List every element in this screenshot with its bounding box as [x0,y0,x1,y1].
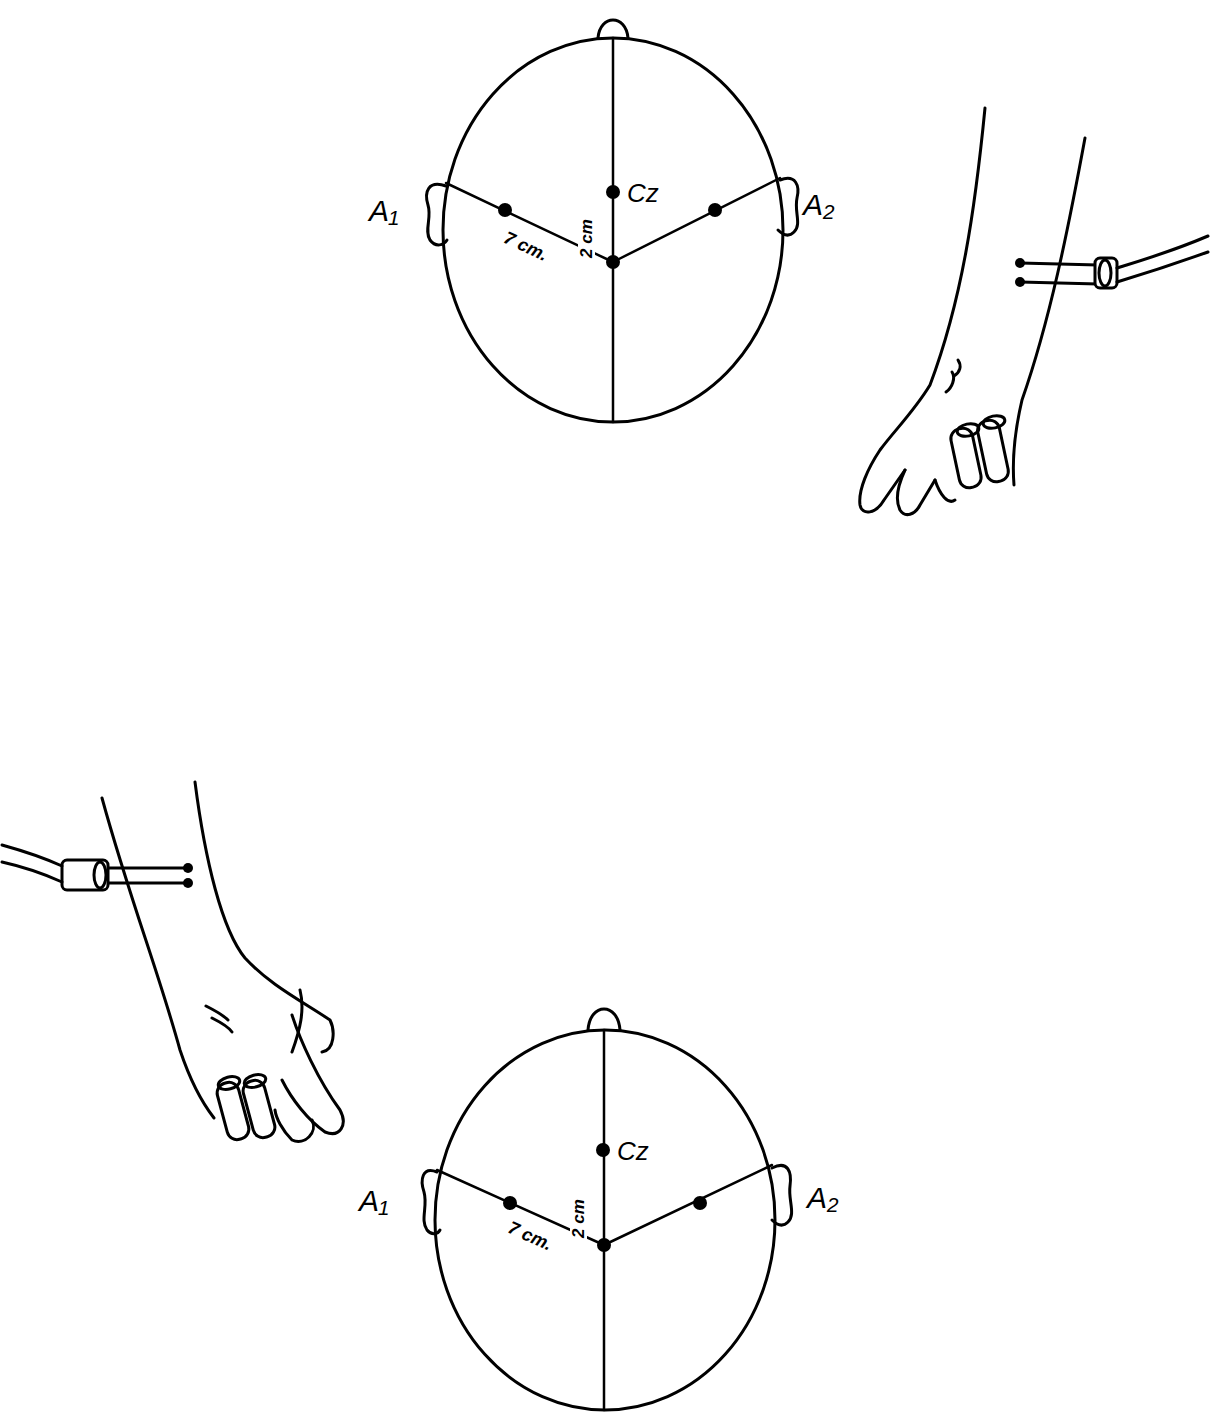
line-right [613,178,780,262]
head-outline [443,38,783,422]
stimulator-prong [108,867,188,870]
electrode-dot [693,1196,707,1210]
dimension-label: 2 cm [578,218,595,259]
nose [588,1009,620,1030]
electrode-label: A₁ [358,1186,389,1216]
electrode-label: A₂ [802,190,835,220]
electrode-dot [597,1238,611,1252]
cable [1117,252,1208,282]
cable [2,862,62,882]
stimulator-prong [108,882,188,885]
stimulator-probe [1095,258,1117,288]
electrode-label: A₁ [368,196,399,226]
electrode-dot [606,185,620,199]
cable [1117,236,1208,268]
head-bottom [422,1009,791,1410]
ear-left [427,184,447,245]
midline [612,38,615,422]
electrode-label: Cz [616,1138,650,1164]
nose [598,20,628,38]
electrode-dot [503,1196,517,1210]
stimulator-probe [62,860,108,890]
dimension-label: 2 cm [570,1198,587,1239]
line-right [604,1165,772,1245]
ear-right [772,1165,792,1225]
hand-top [860,108,1208,515]
stimulator-prong [1020,263,1098,265]
dimension-label: 7 cm. [500,228,551,265]
head-top [427,20,798,422]
electrode-label: Cz [626,180,660,206]
head-outline [435,1030,775,1410]
electrode-dot [606,255,620,269]
ear-right [778,178,798,235]
hand-bottom [2,782,343,1142]
ear-left [422,1171,440,1234]
dimension-label: 7 cm. [505,1218,556,1254]
stimulator-prong [1020,282,1098,284]
electrode-label: A₂ [806,1183,839,1213]
electrode-dot [498,203,512,217]
electrode-dot [596,1143,610,1157]
electrode-dot [708,203,722,217]
midline [603,1030,606,1410]
